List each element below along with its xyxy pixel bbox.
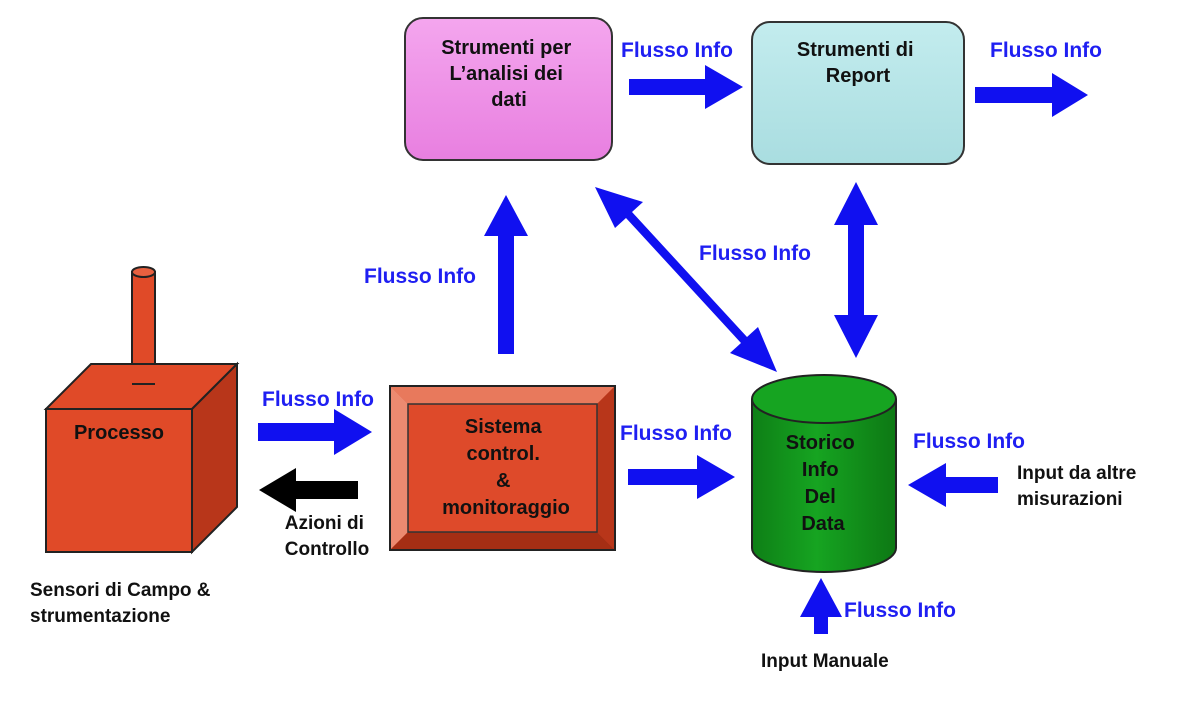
control-system-box: Sistema control. & monitoraggio (389, 385, 616, 551)
historian-label: Storico Info Del Data (786, 432, 860, 535)
arrow-manual-to-historian (800, 578, 842, 634)
flow-label-process-control: Flusso Info (262, 388, 374, 411)
control-actions-label: Azioni di Controllo (285, 513, 369, 560)
arrow-process-to-control (258, 409, 372, 455)
arrow-report-historian (834, 182, 878, 358)
sensors-label: Sensori di Campo & strumentazione (30, 580, 216, 627)
flow-label-manual-historian: Flusso Info (844, 599, 956, 622)
process-cube: Processo (43, 266, 240, 555)
arrow-control-to-historian (628, 455, 735, 499)
flow-label-control-historian: Flusso Info (620, 422, 732, 445)
arrow-analysis-historian (595, 187, 777, 372)
flow-label-historian-diag: Flusso Info (699, 242, 811, 265)
arrow-report-out (975, 73, 1088, 117)
arrow-control-to-analysis (484, 195, 528, 354)
control-system-label: Sistema control. & monitoraggio (442, 416, 570, 519)
report-tools-box: Strumenti di Report (751, 21, 965, 165)
arrow-control-actions (259, 468, 358, 512)
flow-label-control-up: Flusso Info (364, 265, 476, 288)
manual-input-label: Input Manuale (761, 651, 889, 672)
flow-label-report-out: Flusso Info (990, 39, 1102, 62)
report-tools-label: Strumenti di Report (797, 39, 919, 87)
arrow-analysis-to-report (629, 65, 743, 109)
analysis-tools-box: Strumenti per L’analisi dei dati (404, 17, 613, 161)
flow-label-other-historian: Flusso Info (913, 430, 1025, 453)
process-label: Processo (74, 422, 164, 444)
other-measurements-label: Input da altre misurazioni (1017, 463, 1142, 510)
historian-cylinder: Storico Info Del Data (751, 374, 897, 573)
analysis-tools-label: Strumenti per L’analisi dei dati (441, 37, 577, 111)
arrow-other-to-historian (908, 463, 998, 507)
flow-label-analysis-report: Flusso Info (621, 39, 733, 62)
